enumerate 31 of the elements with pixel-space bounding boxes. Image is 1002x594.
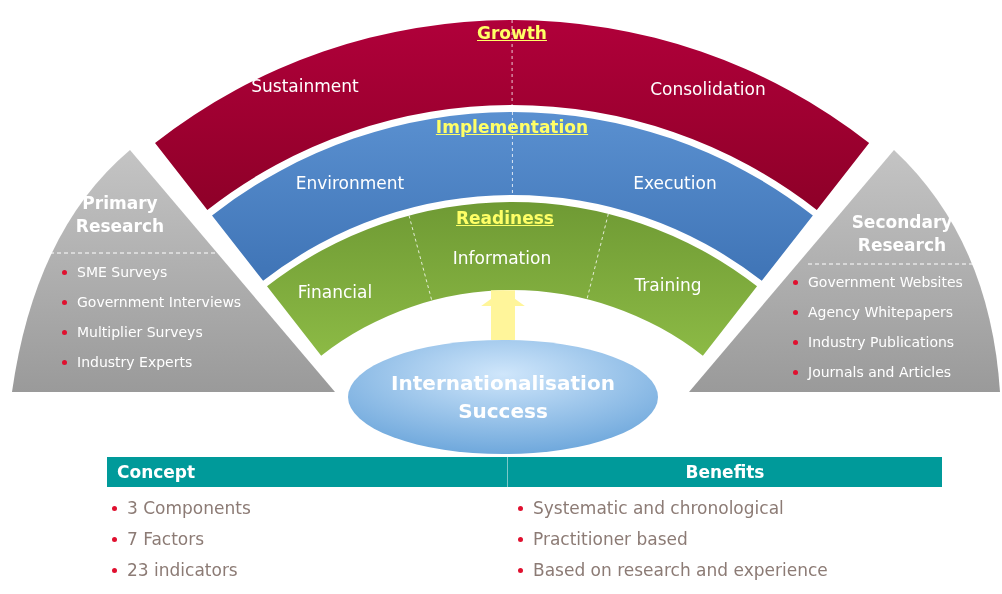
segment-label: Consolidation xyxy=(650,79,766,99)
table-cell: Practitioner based xyxy=(533,529,688,549)
arc-band xyxy=(266,202,757,356)
panel-title: Secondary Research xyxy=(850,211,954,257)
segment-label: Information xyxy=(452,248,552,268)
list-item: Industry Publications xyxy=(808,333,955,352)
list-item: SME Surveys xyxy=(77,263,168,282)
list-item: Agency Whitepapers xyxy=(808,303,954,322)
list-item: Industry Experts xyxy=(77,353,193,372)
column-header: Concept xyxy=(117,462,196,482)
segment-label: Execution xyxy=(633,173,717,193)
table-cell: Based on research and experience xyxy=(533,560,828,580)
block-arrow xyxy=(481,290,525,340)
table-cell: Systematic and chronological xyxy=(533,498,784,518)
band-title: Readiness xyxy=(456,208,554,228)
segment-label: Environment xyxy=(295,173,405,193)
list-item: Multiplier Surveys xyxy=(77,323,203,342)
table-cell: 7 Factors xyxy=(127,529,205,549)
segment-label: Financial xyxy=(297,282,373,302)
panel-title: Primary Research xyxy=(74,192,166,238)
band-title: Growth xyxy=(477,23,547,43)
segment-label: Sustainment xyxy=(251,76,359,96)
list-item: Journals and Articles xyxy=(808,363,952,382)
segment-label: Training xyxy=(634,275,702,295)
column-header: Benefits xyxy=(685,462,765,482)
list-item: Government Interviews xyxy=(77,293,242,312)
table-cell: 3 Components xyxy=(127,498,251,518)
list-item: Government Websites xyxy=(808,273,963,292)
band-title: Implementation xyxy=(435,117,589,137)
table-cell: 23 indicators xyxy=(127,560,238,580)
goal-ellipse: Internationalisation Success xyxy=(348,340,658,454)
